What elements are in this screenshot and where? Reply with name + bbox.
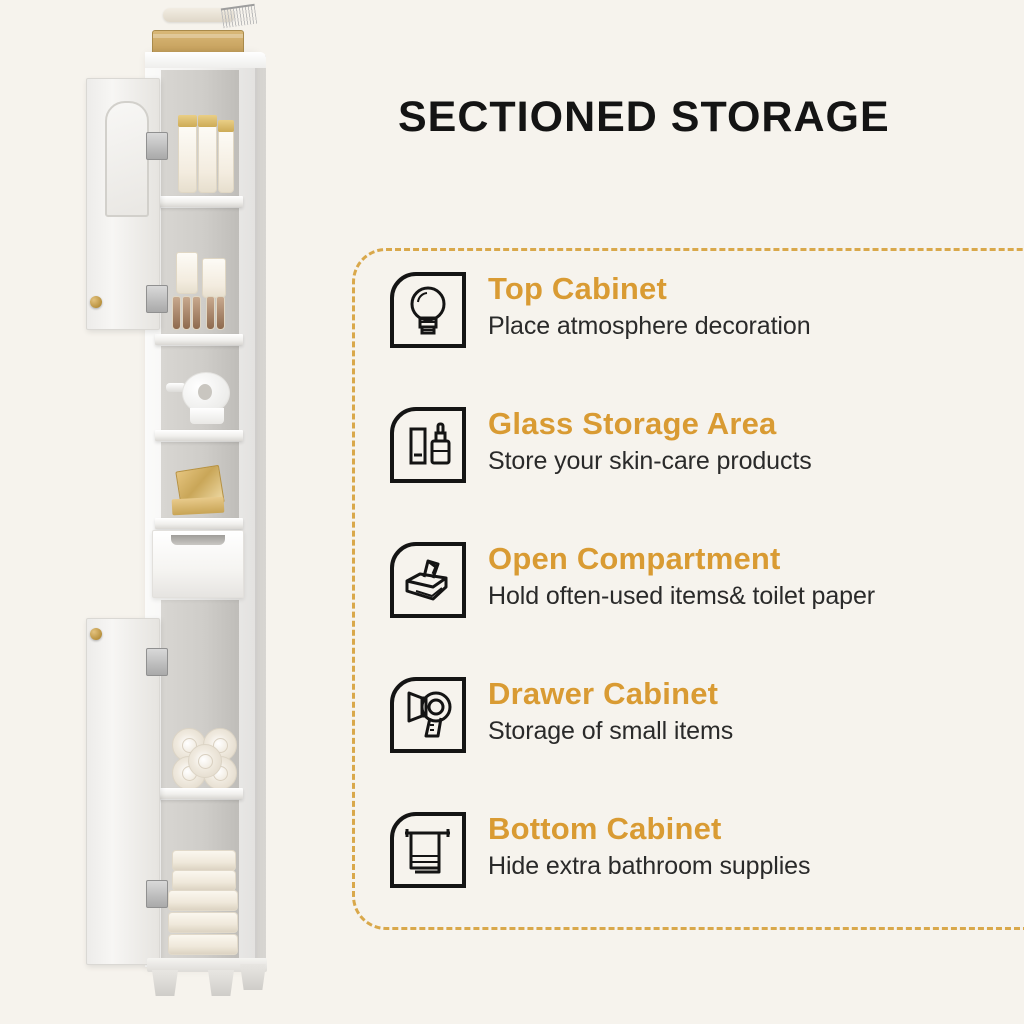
feature-row-glass-storage: Glass Storage Area Store your skin-care … (390, 405, 1024, 540)
toilet-paper-sheet (190, 408, 224, 424)
gold-tray (171, 496, 225, 516)
feature-row-open-compartment: Open Compartment Hold often-used items& … (390, 540, 1024, 675)
tissue-box-icon (390, 542, 466, 618)
folded-towel-2 (172, 870, 236, 891)
door-hinge-4 (146, 880, 168, 908)
cabinet-foot-1 (152, 970, 178, 996)
hair-dryer-icon (390, 677, 466, 753)
folded-towel-4 (168, 912, 238, 933)
cabinet-plinth (147, 958, 267, 972)
serum-vial-2 (182, 296, 191, 330)
feature-desc: Storage of small items (488, 716, 734, 745)
feature-title: Bottom Cabinet (488, 811, 722, 846)
shelf-2 (155, 334, 243, 345)
feature-title: Open Compartment (488, 541, 781, 576)
door-knob-bottom[interactable] (90, 628, 102, 640)
product-photo (0, 0, 330, 1024)
bottle-gold-1 (178, 115, 197, 193)
door-hinge-1 (146, 132, 168, 160)
door-hinge-3 (146, 648, 168, 676)
folded-towel-5 (168, 934, 238, 955)
feature-list: Top Cabinet Place atmosphere decoration … (390, 270, 1024, 945)
feature-row-drawer-cabinet: Drawer Cabinet Storage of small items (390, 675, 1024, 810)
door-hinge-2 (146, 285, 168, 313)
feature-text-open-compartment: Open Compartment Hold often-used items& … (488, 540, 875, 612)
bottle-cap (198, 115, 217, 127)
cabinet-foot-3 (240, 964, 266, 990)
feature-title: Glass Storage Area (488, 406, 777, 441)
feature-desc: Store your skin-care products (488, 446, 812, 475)
serum-vial-3 (192, 296, 201, 330)
feature-text-bottom-cabinet: Bottom Cabinet Hide extra bathroom suppl… (488, 810, 810, 882)
feature-desc: Hide extra bathroom supplies (488, 851, 811, 880)
bottle-cap (178, 115, 197, 127)
cabinet-drawer[interactable] (152, 530, 244, 598)
feature-panel-border (352, 248, 1024, 930)
shelf-5 (155, 788, 243, 799)
serum-vial-5 (216, 296, 225, 330)
page-title: SECTIONED STORAGE (398, 93, 890, 141)
rolled-towel-5 (188, 744, 222, 778)
cabinet-top-edge (145, 52, 266, 68)
feature-row-top-cabinet: Top Cabinet Place atmosphere decoration (390, 270, 1024, 405)
toilet-paper-core (198, 384, 212, 400)
feature-row-bottom-cabinet: Bottom Cabinet Hide extra bathroom suppl… (390, 810, 1024, 945)
shelf-4 (155, 518, 243, 529)
top-comb-icon (220, 3, 258, 29)
door-knob-top[interactable] (90, 296, 102, 308)
toilet-paper-rod (166, 383, 186, 392)
skincare-pump-bottle (176, 252, 198, 294)
feature-title: Drawer Cabinet (488, 676, 719, 711)
folded-towel-3 (168, 890, 238, 911)
serum-vial-4 (206, 296, 215, 330)
shelf-3 (155, 430, 243, 441)
folded-towel-1 (172, 850, 236, 871)
towel-rail-icon (390, 812, 466, 888)
bottle-cap (218, 120, 234, 132)
bottle-gold-2 (198, 115, 217, 193)
door-arch-glass-panel (105, 101, 149, 217)
skincare-bottles-icon (390, 407, 466, 483)
skincare-dispenser (202, 258, 226, 298)
lightbulb-icon (390, 272, 466, 348)
feature-text-glass-storage: Glass Storage Area Store your skin-care … (488, 405, 812, 477)
feature-desc: Place atmosphere decoration (488, 311, 811, 340)
feature-desc: Hold often-used items& toilet paper (488, 581, 875, 610)
serum-vial-1 (172, 296, 181, 330)
bottle-gold-3 (218, 120, 234, 193)
feature-text-top-cabinet: Top Cabinet Place atmosphere decoration (488, 270, 811, 342)
feature-title: Top Cabinet (488, 271, 667, 306)
drawer-handle[interactable] (171, 535, 225, 545)
shelf-1 (155, 196, 243, 207)
cabinet-foot-2 (208, 970, 234, 996)
feature-text-drawer-cabinet: Drawer Cabinet Storage of small items (488, 675, 733, 747)
top-towel (163, 8, 235, 22)
